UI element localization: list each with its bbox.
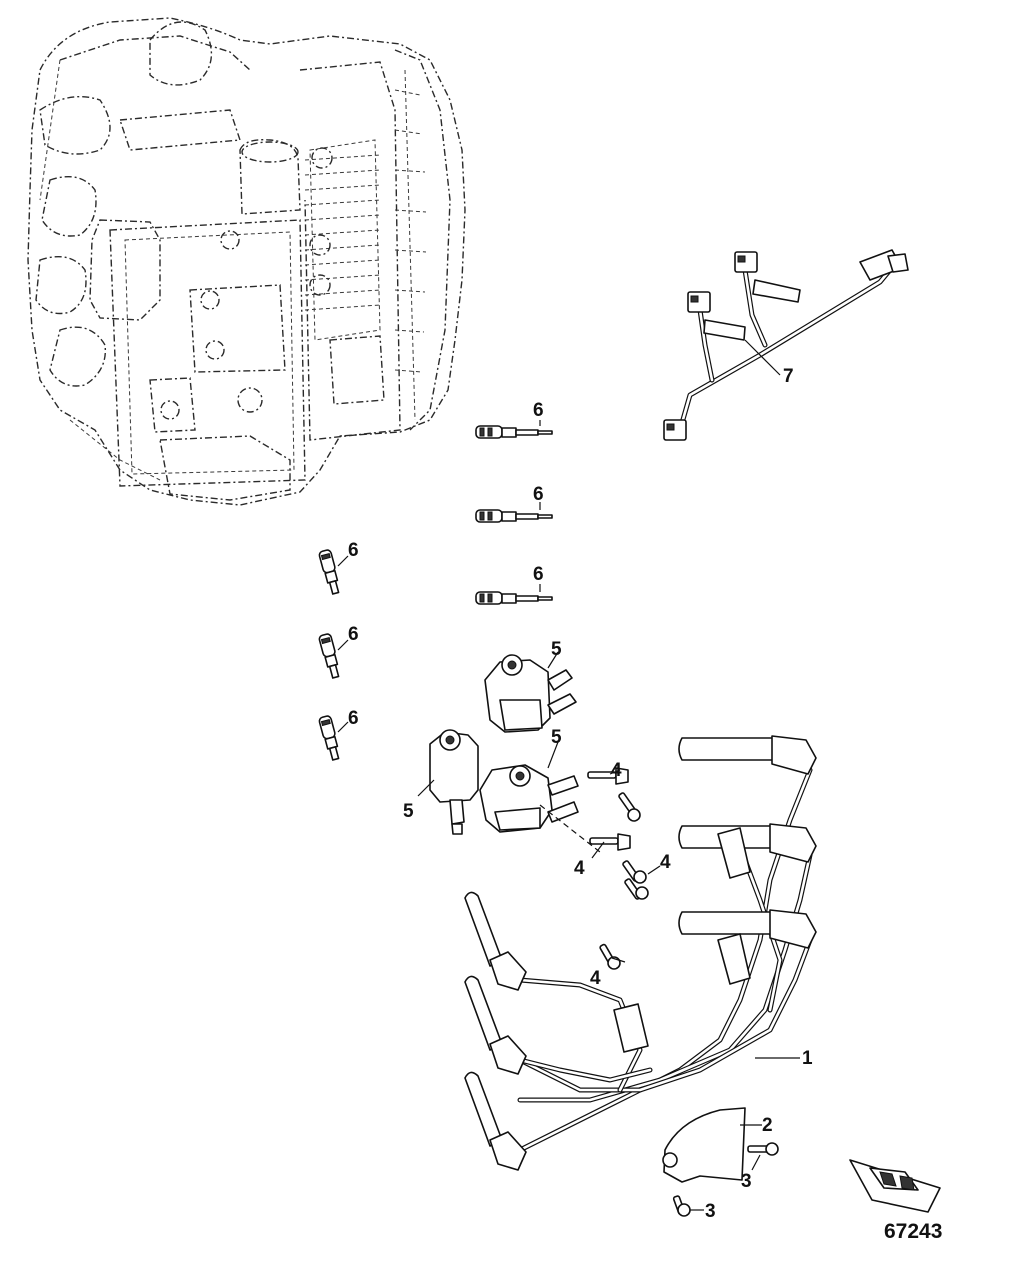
bolt-1	[587, 767, 629, 785]
callout-4-c: 4	[660, 852, 671, 873]
wiring-harness	[663, 249, 909, 441]
engine-block-outline	[27, 17, 466, 506]
ignition-coil-left	[429, 729, 479, 835]
spark-plug-horizontal-3	[475, 591, 553, 605]
callout-6-d: 6	[348, 540, 359, 561]
bracket	[662, 1107, 762, 1183]
callout-6-b: 6	[533, 484, 544, 505]
callout-6-c: 6	[533, 564, 544, 585]
bolt-5	[624, 878, 649, 900]
callout-4-d: 4	[590, 968, 601, 989]
callout-5-a: 5	[551, 639, 562, 660]
spark-plug-angled-2	[318, 633, 340, 679]
spark-plug-horizontal-2	[475, 509, 553, 523]
bolt-4	[622, 860, 647, 884]
spark-plug-horizontal-1	[475, 425, 553, 439]
callout-3-b: 3	[705, 1201, 716, 1222]
callout-4-b: 4	[574, 858, 585, 879]
callout-5-c: 5	[403, 801, 414, 822]
callout-5-b: 5	[551, 727, 562, 748]
spark-plug-angled-1	[318, 549, 340, 595]
bolt-3	[589, 833, 631, 851]
callout-7: 7	[783, 366, 794, 387]
ignition-coil-middle	[479, 764, 579, 833]
ignition-leads	[464, 735, 817, 1171]
figure-number: 67243	[884, 1220, 942, 1243]
callout-6-e: 6	[348, 624, 359, 645]
bolt-2	[618, 792, 641, 822]
callout-6-a: 6	[533, 400, 544, 421]
callout-3-a: 3	[741, 1171, 752, 1192]
callout-2: 2	[762, 1115, 773, 1136]
screw-2	[672, 1195, 704, 1217]
ignition-coil-upper	[484, 654, 577, 733]
boat-icon	[849, 1159, 941, 1213]
callout-1: 1	[802, 1048, 813, 1069]
spark-plug-angled-3	[318, 715, 340, 761]
screw-1	[747, 1142, 779, 1171]
callout-6-f: 6	[348, 708, 359, 729]
callout-4-a: 4	[611, 760, 622, 781]
bolt-6	[599, 943, 621, 970]
